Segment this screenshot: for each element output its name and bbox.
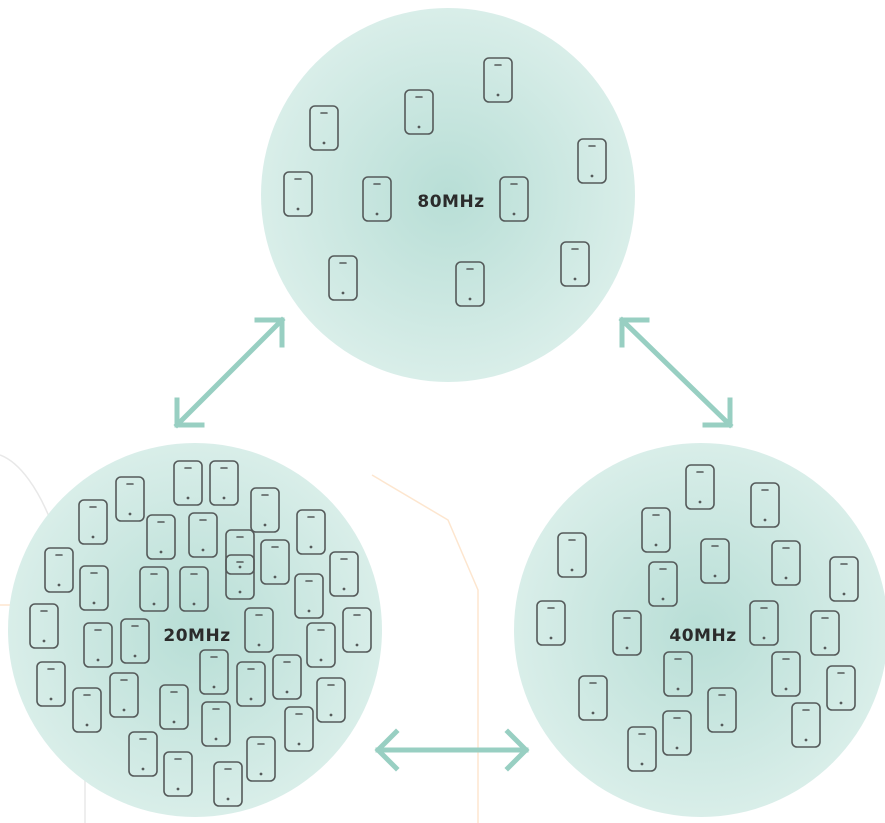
smartphone-icon	[612, 610, 642, 656]
smartphone-icon	[246, 736, 276, 782]
smartphone-icon	[309, 105, 339, 151]
smartphone-icon	[685, 464, 715, 510]
smartphone-icon	[342, 607, 372, 653]
devices-layer	[29, 57, 859, 807]
smartphone-icon	[83, 622, 113, 668]
smartphone-icon	[329, 551, 359, 597]
smartphone-icon	[244, 607, 274, 653]
smartphone-icon	[829, 556, 859, 602]
smartphone-icon	[199, 649, 229, 695]
smartphone-icon	[128, 731, 158, 777]
smartphone-icon	[44, 547, 74, 593]
smartphone-icon	[179, 566, 209, 612]
smartphone-icon	[146, 514, 176, 560]
smartphone-icon	[707, 687, 737, 733]
smartphone-icon	[36, 661, 66, 707]
smartphone-icon	[109, 672, 139, 718]
smartphone-icon	[78, 499, 108, 545]
smartphone-icon	[29, 603, 59, 649]
smartphone-icon	[213, 761, 243, 807]
smartphone-icon	[296, 509, 326, 555]
smartphone-icon	[771, 651, 801, 697]
smartphone-icon	[560, 241, 590, 287]
smartphone-icon	[209, 460, 239, 506]
smartphone-icon	[316, 677, 346, 723]
double-arrow-icon	[173, 316, 286, 429]
smartphone-icon	[627, 726, 657, 772]
smartphone-icon	[250, 487, 280, 533]
smartphone-icon	[749, 600, 779, 646]
smartphone-icon	[700, 538, 730, 584]
smartphone-icon	[578, 675, 608, 721]
smartphone-icon	[225, 529, 255, 575]
bubble-80mhz-circle	[261, 8, 635, 382]
smartphone-icon	[284, 706, 314, 752]
smartphone-icon	[771, 540, 801, 586]
smartphone-icon	[648, 561, 678, 607]
smartphone-icon	[557, 532, 587, 578]
smartphone-icon	[173, 460, 203, 506]
smartphone-icon	[404, 89, 434, 135]
smartphone-icon	[328, 255, 358, 301]
smartphone-icon	[283, 171, 313, 217]
smartphone-icon	[163, 751, 193, 797]
smartphone-icon	[810, 610, 840, 656]
smartphone-icon	[499, 176, 529, 222]
smartphone-icon	[188, 512, 218, 558]
smartphone-icon	[826, 665, 856, 711]
bg-line-orange-mid	[371, 474, 479, 823]
bubble-80mhz-label: 80MHz	[417, 192, 484, 212]
smartphone-icon	[225, 554, 255, 600]
smartphone-icon	[79, 565, 109, 611]
smartphone-icon	[115, 476, 145, 522]
smartphone-icon	[750, 482, 780, 528]
smartphone-icon	[236, 661, 266, 707]
smartphone-icon	[455, 261, 485, 307]
smartphone-icon	[120, 618, 150, 664]
smartphone-icon	[791, 702, 821, 748]
smartphone-icon	[577, 138, 607, 184]
bubble-20mhz-label: 20MHz	[163, 626, 230, 646]
smartphone-icon	[139, 566, 169, 612]
bubble-40mhz-label: 40MHz	[669, 626, 736, 646]
smartphone-icon	[536, 600, 566, 646]
double-arrow-icon	[374, 728, 530, 772]
smartphone-icon	[159, 684, 189, 730]
smartphone-icon	[663, 651, 693, 697]
smartphone-icon	[272, 654, 302, 700]
smartphone-icon	[260, 539, 290, 585]
smartphone-icon	[641, 507, 671, 553]
smartphone-icon	[72, 687, 102, 733]
smartphone-icon	[294, 573, 324, 619]
smartphone-icon	[362, 176, 392, 222]
smartphone-icon	[306, 622, 336, 668]
double-arrow-icon	[618, 316, 734, 429]
smartphone-icon	[201, 701, 231, 747]
smartphone-icon	[483, 57, 513, 103]
smartphone-icon	[662, 710, 692, 756]
